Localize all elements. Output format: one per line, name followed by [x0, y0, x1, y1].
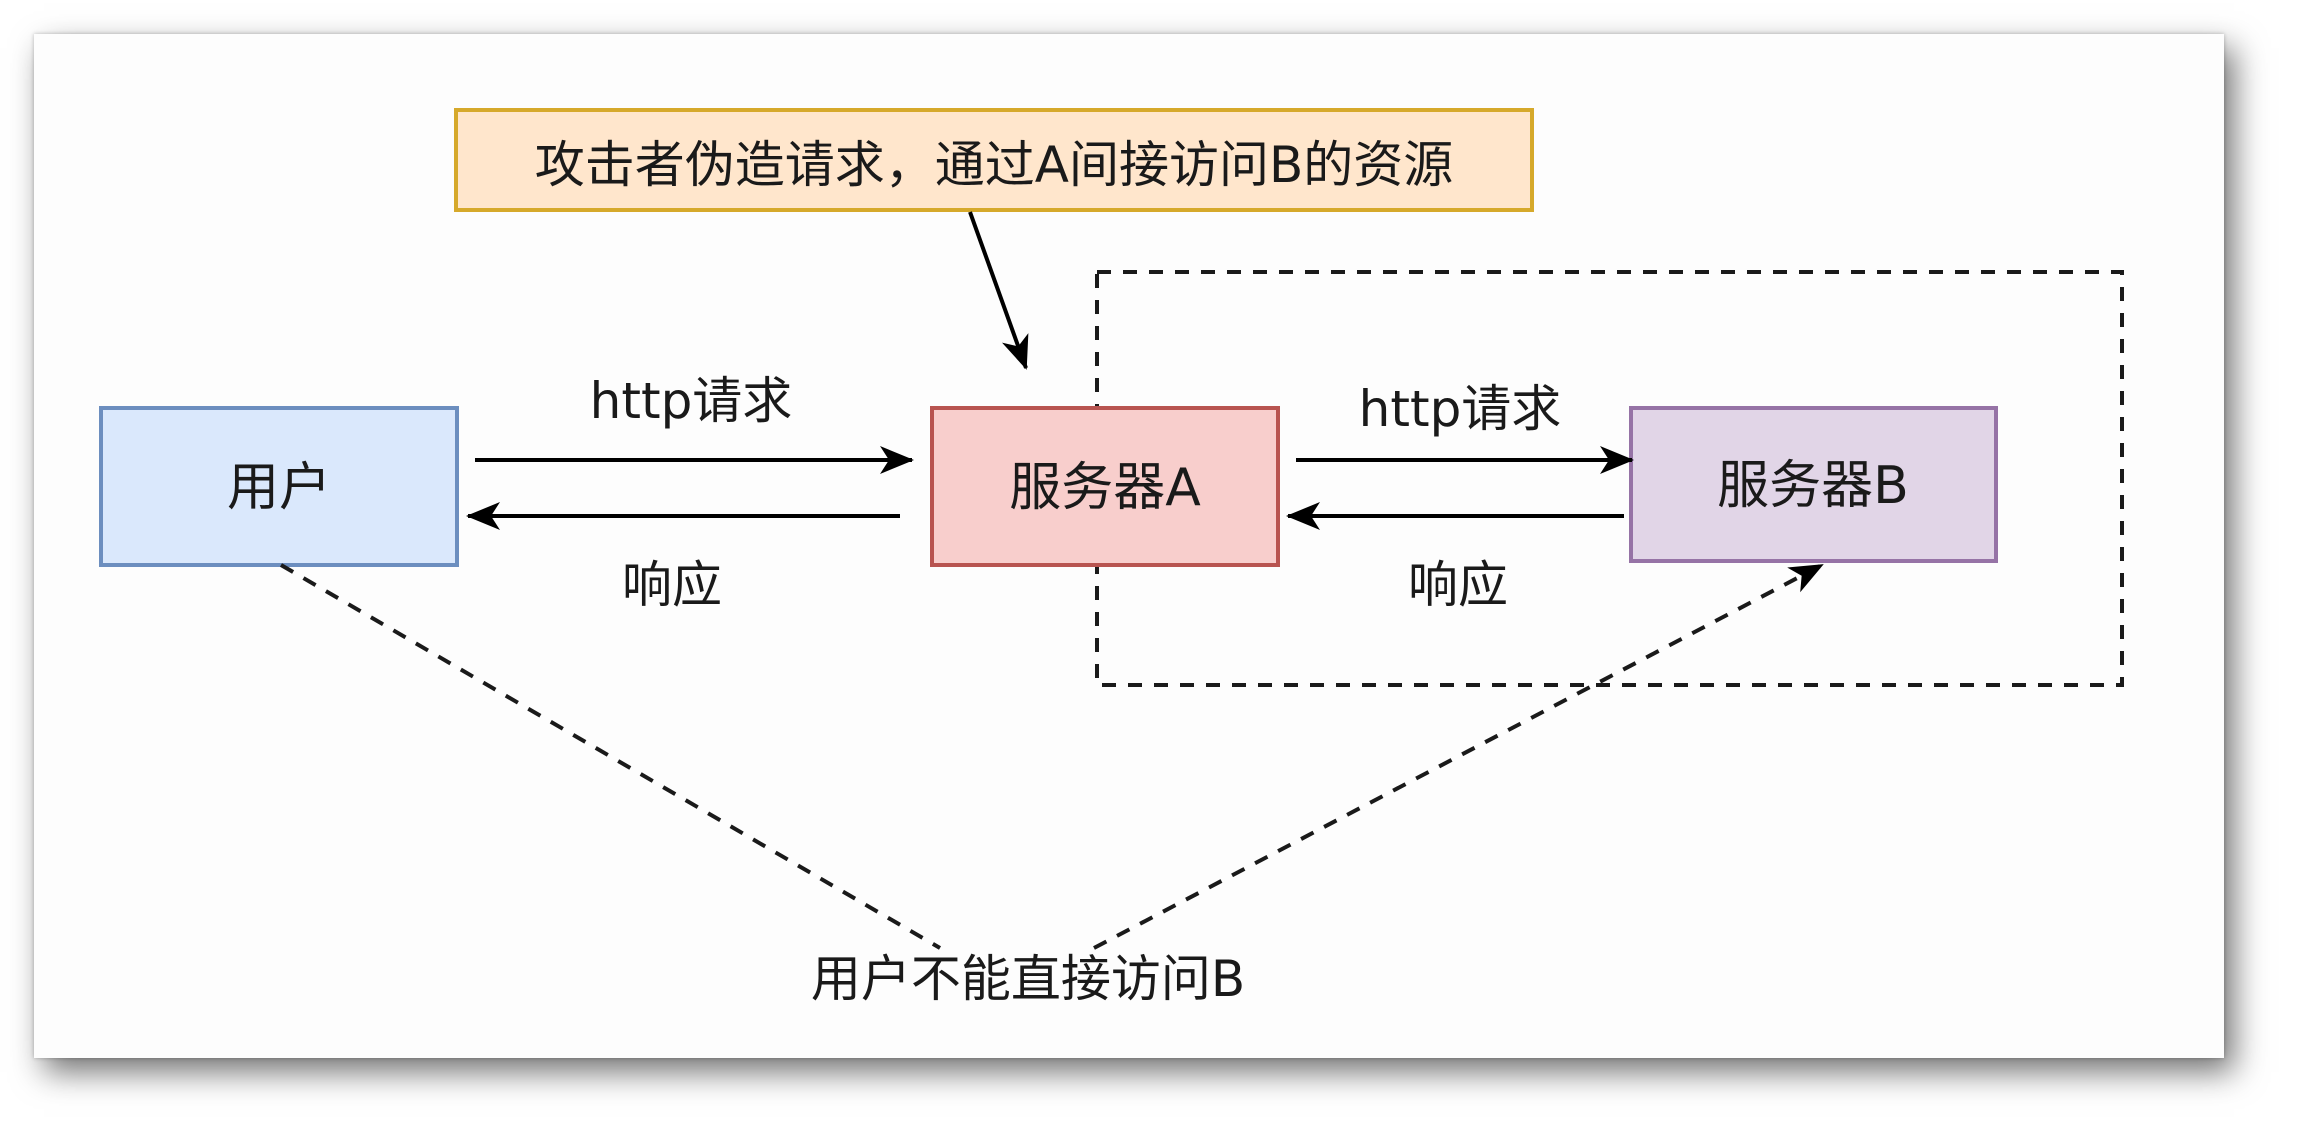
user-to-blocked-dashed-line: [279, 563, 942, 950]
user-to-server-a-label: http请求: [590, 372, 793, 430]
callout-pointer-arrow: [968, 211, 1029, 370]
server-b-node: 服务器B: [1629, 406, 1998, 563]
user-box: [99, 406, 459, 567]
user-label: 用户: [227, 458, 331, 518]
server-b-box: [1629, 406, 1998, 563]
callout-text: 攻击者伪造请求，通过A间接访问B的资源: [535, 136, 1454, 194]
attacker-callout: 攻击者伪造请求，通过A间接访问B的资源: [454, 108, 1534, 212]
server-a-to-server-b-label: http请求: [1359, 380, 1562, 438]
server-a-to-user-label: 响应: [622, 556, 722, 614]
server-a-box: [930, 406, 1280, 567]
user-cannot-access-b-label: 用户不能直接访问B: [811, 950, 1245, 1008]
server-b-to-server-a-label: 响应: [1408, 556, 1508, 614]
callout-box: [454, 108, 1534, 212]
blocked-to-server-b-dashed-arrow: [1093, 563, 1824, 950]
server-a-label: 服务器A: [1009, 458, 1201, 518]
server-a-node: 服务器A: [930, 406, 1280, 567]
trust-boundary-box: [1095, 270, 2124, 687]
user-node: 用户: [99, 406, 459, 567]
server-b-label: 服务器B: [1717, 456, 1909, 516]
